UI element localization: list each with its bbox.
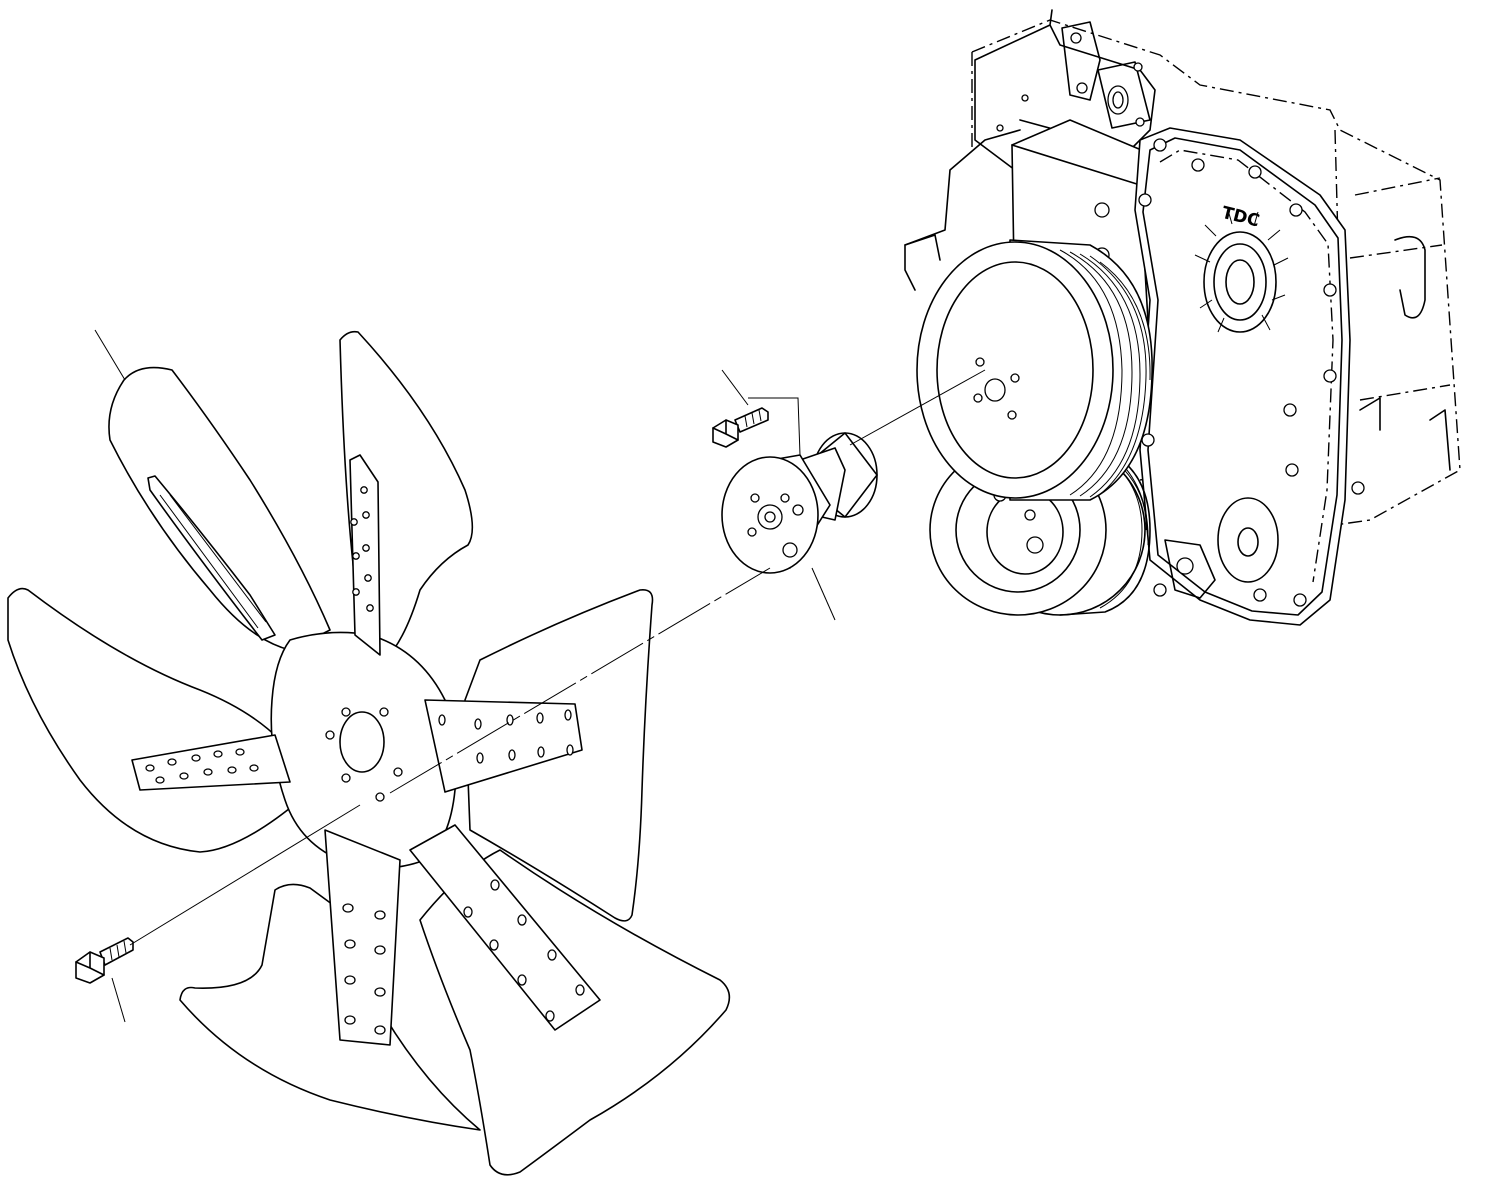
fan-arm: [131, 734, 291, 791]
fan-arm: [349, 454, 381, 656]
fan-arm: [424, 699, 583, 793]
fan-blade-assembly: [7, 330, 731, 1176]
fan-spacer: [721, 432, 878, 574]
spacer-mounting-bolt: [712, 407, 769, 448]
cover-bolts: [1138, 138, 1365, 607]
fan-drive-pulley: [916, 239, 1153, 501]
fan-arm: [409, 824, 601, 1031]
fan-arm: [324, 829, 401, 1046]
fan-mounting-bolt: [75, 937, 134, 984]
leader-lines: [94, 329, 986, 1023]
